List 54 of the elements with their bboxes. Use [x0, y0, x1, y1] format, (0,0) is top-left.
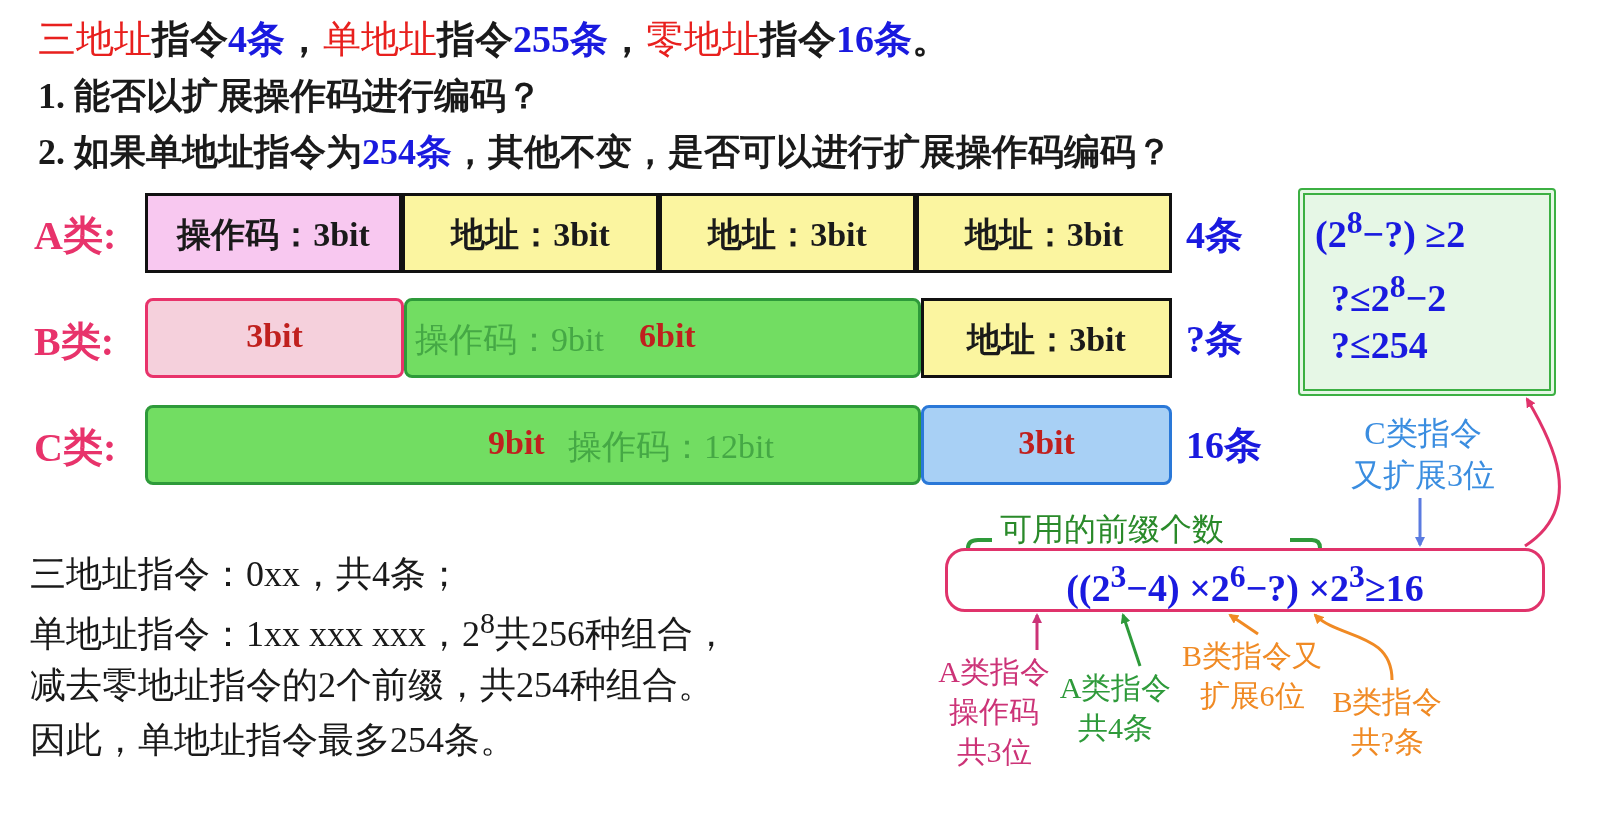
arrow	[1032, 613, 1042, 650]
arrow	[1313, 613, 1394, 681]
formula-box	[1298, 188, 1556, 396]
heading-text: 指令16条。	[760, 17, 950, 62]
instruction-field	[145, 405, 921, 485]
instruction-field	[145, 298, 404, 378]
formula-line: ?≤254	[1331, 323, 1428, 367]
instruction-field	[921, 405, 1172, 485]
arrow	[1524, 397, 1561, 548]
field-label: 地址：3bit	[963, 215, 1125, 255]
count-label: ?条	[1186, 317, 1243, 362]
question-text: 2. 如果单地址指令为254条，其他不变，是否可以进行扩展操作码编码？	[38, 131, 1172, 174]
field-label: 地址：3bit	[449, 215, 611, 255]
heading-text: 指令4条，	[152, 17, 323, 62]
row-label: B类:	[34, 318, 114, 366]
explanation-text: 减去零地址指令的2个前缀，共254种组合。	[30, 664, 714, 707]
count-label: 4条	[1186, 213, 1243, 258]
brace-label: 可用的前缀个数	[1000, 510, 1224, 549]
field-label: 地址：3bit	[706, 215, 868, 255]
field-label: 操作码：3bit	[175, 215, 371, 255]
explanation-text: 单地址指令：1xx xxx xxx，2$^{8}$共256种组合，	[30, 606, 729, 656]
instruction-field	[404, 298, 921, 378]
count-label: 16条	[1186, 423, 1262, 468]
instruction-field	[921, 298, 1172, 378]
explanation-text: 因此，单地址指令最多254条。	[30, 719, 516, 762]
explanation-text: 三地址指令：0xx，共4条；	[30, 553, 462, 596]
field-label: 9bit	[488, 424, 545, 462]
question-text: 1. 能否以扩展操作码进行编码？	[38, 75, 542, 118]
field-label: 地址：3bit	[965, 320, 1127, 360]
equation-text: ((2$^{3}$−4) ×2$^{6}$−?) ×2$^{3}$≥16	[1065, 559, 1425, 610]
formula-line: (2$^{8}$−?) ≥2	[1315, 205, 1466, 256]
row-label: C类:	[34, 424, 117, 472]
heading-text: 零地址	[646, 17, 760, 62]
annotation-text: C类指令又扩展3位	[1350, 412, 1496, 496]
annotation-text: A类指令共4条	[1058, 668, 1173, 748]
arrow	[1228, 613, 1259, 636]
heading-text: 三地址	[38, 17, 152, 62]
heading-text: 指令255条，	[437, 17, 646, 62]
instruction-field	[916, 193, 1172, 273]
instruction-field	[145, 193, 402, 273]
field-label: 3bit	[245, 317, 304, 355]
arrow	[1415, 498, 1425, 547]
row-label: A类:	[34, 212, 117, 260]
annotation-text: B类指令又扩展6位	[1178, 636, 1326, 716]
field-label: 6bit	[639, 317, 696, 355]
instruction-field	[402, 193, 659, 273]
annotation-text: B类指令共?条	[1330, 682, 1445, 762]
arrow	[1120, 613, 1142, 667]
annotation-text: A类指令操作码共3位	[935, 652, 1053, 772]
heading-text: 单地址	[323, 17, 437, 62]
field-label: 3bit	[1017, 424, 1076, 462]
instruction-field	[659, 193, 916, 273]
formula-line: ?≤2$^{8}$−2	[1331, 269, 1447, 320]
equation-box	[945, 548, 1545, 612]
